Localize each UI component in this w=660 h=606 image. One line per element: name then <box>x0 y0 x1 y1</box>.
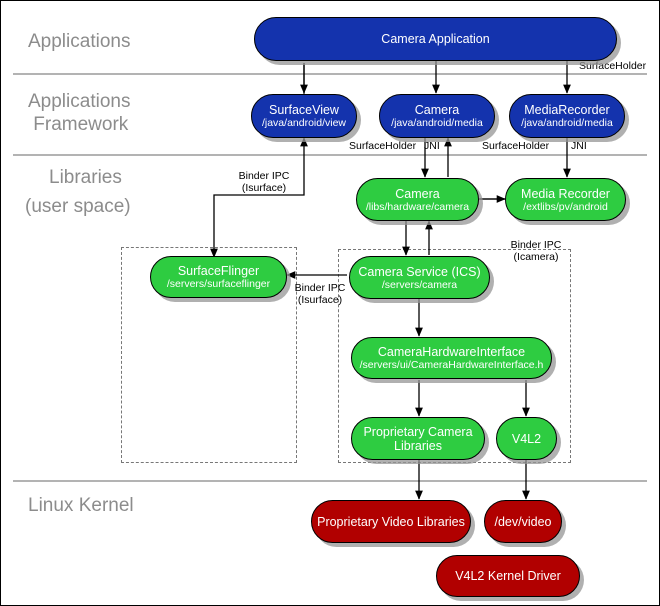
node-camera-java[interactable]: Camera /java/android/media <box>379 94 495 138</box>
node-mediarecorder-java-path: /java/android/media <box>521 117 613 129</box>
divider-kernel <box>13 480 647 482</box>
edge-label-binder-isurface-top-line1: Binder IPC <box>238 170 290 182</box>
node-camera-service[interactable]: Camera Service (ICS) /servers/camera <box>349 256 490 299</box>
node-camera-java-path: /java/android/media <box>391 117 483 129</box>
edge-label-surfaceholder-camera: SurfaceHolder <box>349 140 417 152</box>
node-proprietary-camera-libraries[interactable]: Proprietary Camera Libraries <box>351 417 485 460</box>
node-v4l2-title: V4L2 <box>511 431 542 446</box>
node-camera-service-title: Camera Service (ICS) <box>358 264 481 279</box>
dashed-group-camera-service <box>338 249 571 463</box>
node-surfaceview[interactable]: SurfaceView /java/android/view <box>251 94 357 138</box>
node-camera-lib[interactable]: Camera /libs/hardware/camera <box>356 178 479 221</box>
node-mediarecorder-java[interactable]: MediaRecorder /java/android/media <box>509 94 625 138</box>
layer-label-libraries-line2: (user space) <box>25 196 131 217</box>
node-camera-application[interactable]: Camera Application <box>254 17 617 61</box>
node-camera-lib-title: Camera <box>395 186 440 201</box>
node-mediarecorder-java-title: MediaRecorder <box>524 103 610 117</box>
node-surfaceflinger[interactable]: SurfaceFlinger /servers/surfaceflinger <box>150 256 287 298</box>
node-camera-lib-path: /libs/hardware/camera <box>365 200 470 213</box>
node-media-recorder-lib[interactable]: Media Recorder /extlibs/pv/android <box>505 178 626 221</box>
node-surfaceflinger-title: SurfaceFlinger <box>177 264 260 278</box>
layer-label-applications-framework-line1: Applications <box>28 91 131 112</box>
node-surfaceflinger-path: /servers/surfaceflinger <box>166 278 271 290</box>
edge-label-binder-isurface-mid-line1: Binder IPC <box>294 282 346 294</box>
edge-label-binder-isurface-top-line2: (Isurface) <box>241 182 287 194</box>
edge-label-binder-icamera-line2: (Icamera) <box>513 251 559 263</box>
node-surfaceview-path: /java/android/view <box>261 117 347 129</box>
node-media-recorder-lib-path: /extlibs/pv/android <box>523 200 608 213</box>
node-camera-java-title: Camera <box>414 103 460 117</box>
node-camera-service-path: /servers/camera <box>381 278 458 291</box>
node-v4l2-kernel-driver[interactable]: V4L2 Kernel Driver <box>436 555 580 597</box>
divider-applications <box>13 73 647 75</box>
dashed-group-surfaceflinger <box>121 247 297 463</box>
node-v4l2[interactable]: V4L2 <box>496 417 557 460</box>
node-proprietary-video-libraries[interactable]: Proprietary Video Libraries <box>311 500 471 543</box>
node-media-recorder-lib-title: Media Recorder <box>521 186 610 201</box>
layer-label-applications-framework-line2: Framework <box>28 114 129 135</box>
node-camera-hardware-interface-path: /servers/ui/CameraHardwareInterface.h <box>359 359 544 371</box>
node-surfaceview-title: SurfaceView <box>269 103 339 117</box>
edge-label-surfaceholder-recorder: SurfaceHolder <box>482 140 550 152</box>
node-camera-hardware-interface-title: CameraHardwareInterface <box>377 345 526 359</box>
node-camera-application-title: Camera Application <box>381 32 490 46</box>
layer-label-libraries-line1: Libraries <box>49 167 122 188</box>
node-proprietary-camera-libraries-title: Proprietary Camera Libraries <box>363 424 473 453</box>
edge-label-binder-icamera-line1: Binder IPC <box>510 239 562 251</box>
edge-label-binder-isurface-mid-line2: (Isurface) <box>297 294 343 306</box>
node-proprietary-video-libraries-title: Proprietary Video Libraries <box>317 514 465 529</box>
node-v4l2-kernel-driver-title: V4L2 Kernel Driver <box>455 569 561 583</box>
node-dev-video[interactable]: /dev/video <box>484 500 562 543</box>
edge-label-jni-camera: JNI <box>424 140 440 152</box>
edge-label-surfaceholder-app: SurfaceHolder <box>579 60 647 72</box>
node-camera-hardware-interface[interactable]: CameraHardwareInterface /servers/ui/Came… <box>351 337 552 379</box>
layer-label-applications: Applications <box>28 31 131 52</box>
layer-label-linux-kernel: Linux Kernel <box>28 495 134 516</box>
divider-framework <box>13 154 647 156</box>
edge-label-jni-recorder: JNI <box>571 140 587 152</box>
node-dev-video-title: /dev/video <box>494 514 552 529</box>
